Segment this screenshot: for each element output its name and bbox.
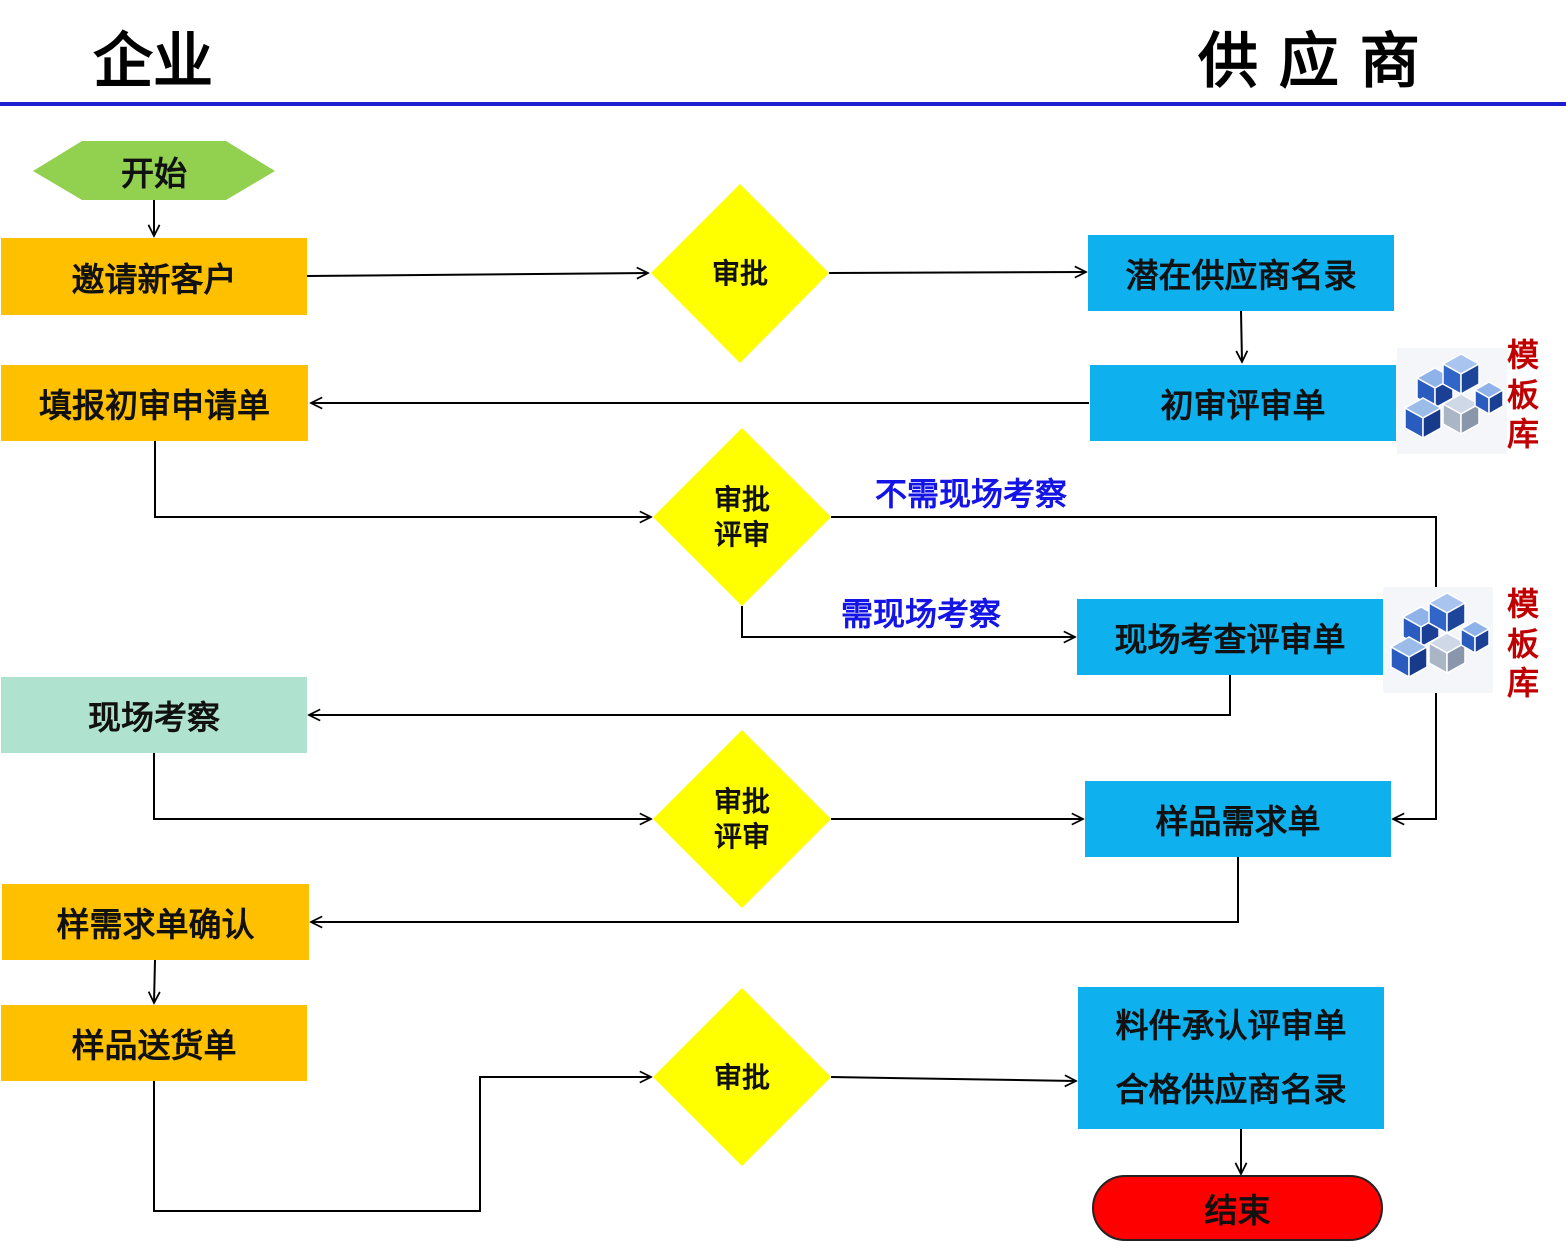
- end-terminator: [1092, 1175, 1383, 1241]
- edge-delivery-approve4: [153, 1077, 651, 1212]
- edge-inspection-approve3: [153, 753, 651, 819]
- initial-review-form-box[interactable]: 初审评审单: [1090, 365, 1396, 441]
- approve-3-text-line2: 评审: [713, 820, 770, 853]
- qualified-supplier-list: 合格供应商名录: [1115, 1070, 1347, 1109]
- approve-diamond-4: [653, 988, 831, 1166]
- start-hexagon: [33, 141, 275, 200]
- approve-diamond-3: [653, 730, 831, 908]
- template-char-2: 板: [1506, 375, 1539, 414]
- approve-diamond-2: [653, 428, 831, 606]
- template-char-1: 模: [1506, 585, 1539, 623]
- part-approval-review-form: 料件承认评审单: [1115, 1005, 1347, 1045]
- template-char-3: 库: [1506, 664, 1539, 703]
- approve-1-label: 审批: [680, 243, 800, 303]
- template-library-label-1: 模 板 库: [1503, 336, 1543, 455]
- fill-initial-application-box[interactable]: 填报初审申请单: [1, 365, 308, 441]
- template-library-cube-icon-2: [1383, 587, 1493, 693]
- edge-approve4-final: [830, 1077, 1076, 1081]
- final-approval-box[interactable]: 料件承认评审单 合格供应商名录: [1078, 987, 1384, 1129]
- edge-potential-initial: [1241, 310, 1242, 362]
- template-char-2: 板: [1506, 624, 1539, 663]
- approve-diamond-1: [651, 184, 829, 363]
- template-library-label-2: 模 板 库: [1503, 585, 1543, 704]
- no-onsite-label: 不需现场考察: [875, 475, 1068, 513]
- onsite-review-form-box[interactable]: 现场考查评审单: [1077, 599, 1383, 675]
- header-divider: [0, 102, 1566, 106]
- edge-confirm-delivery: [154, 959, 155, 1003]
- approve-1-text: 审批: [711, 256, 768, 290]
- edge-sample-confirm: [311, 857, 1239, 922]
- edge-need-onsite: [741, 606, 1075, 637]
- potential-supplier-list-box[interactable]: 潜在供应商名录: [1088, 235, 1394, 311]
- start-node-label: 开始: [121, 153, 187, 193]
- need-onsite-label: 需现场考察: [841, 595, 1002, 633]
- end-node-label: 结束: [1204, 1191, 1271, 1230]
- enterprise-title: 企业: [93, 27, 213, 97]
- template-char-3: 库: [1506, 415, 1539, 454]
- template-library-cube-icon-1: [1397, 348, 1507, 454]
- approve-4-label: 审批: [682, 1047, 802, 1107]
- edge-approve1-potential: [828, 272, 1086, 273]
- approve-3-label: 审批 评审: [682, 779, 802, 859]
- invite-new-customer-box[interactable]: 邀请新客户: [1, 238, 307, 315]
- edge-onsiteform-inspection: [309, 675, 1231, 715]
- sample-request-box[interactable]: 样品需求单: [1085, 781, 1391, 857]
- approve-3-text-line1: 审批: [713, 785, 770, 818]
- approve-2-label: 审批 评审: [682, 477, 802, 557]
- approve-2-text-line2: 评审: [713, 518, 770, 551]
- supplier-title: 供 应 商: [1198, 27, 1420, 97]
- sample-request-confirm-box[interactable]: 样需求单确认: [2, 884, 309, 960]
- template-char-1: 模: [1506, 336, 1539, 374]
- sample-delivery-box[interactable]: 样品送货单: [1, 1005, 307, 1081]
- onsite-inspection-box[interactable]: 现场考察: [1, 677, 307, 753]
- approve-4-text: 审批: [713, 1060, 770, 1094]
- edge-fill-approve2: [154, 441, 651, 517]
- edge-invite-approve1: [306, 273, 648, 276]
- approve-2-text-line1: 审批: [713, 483, 770, 516]
